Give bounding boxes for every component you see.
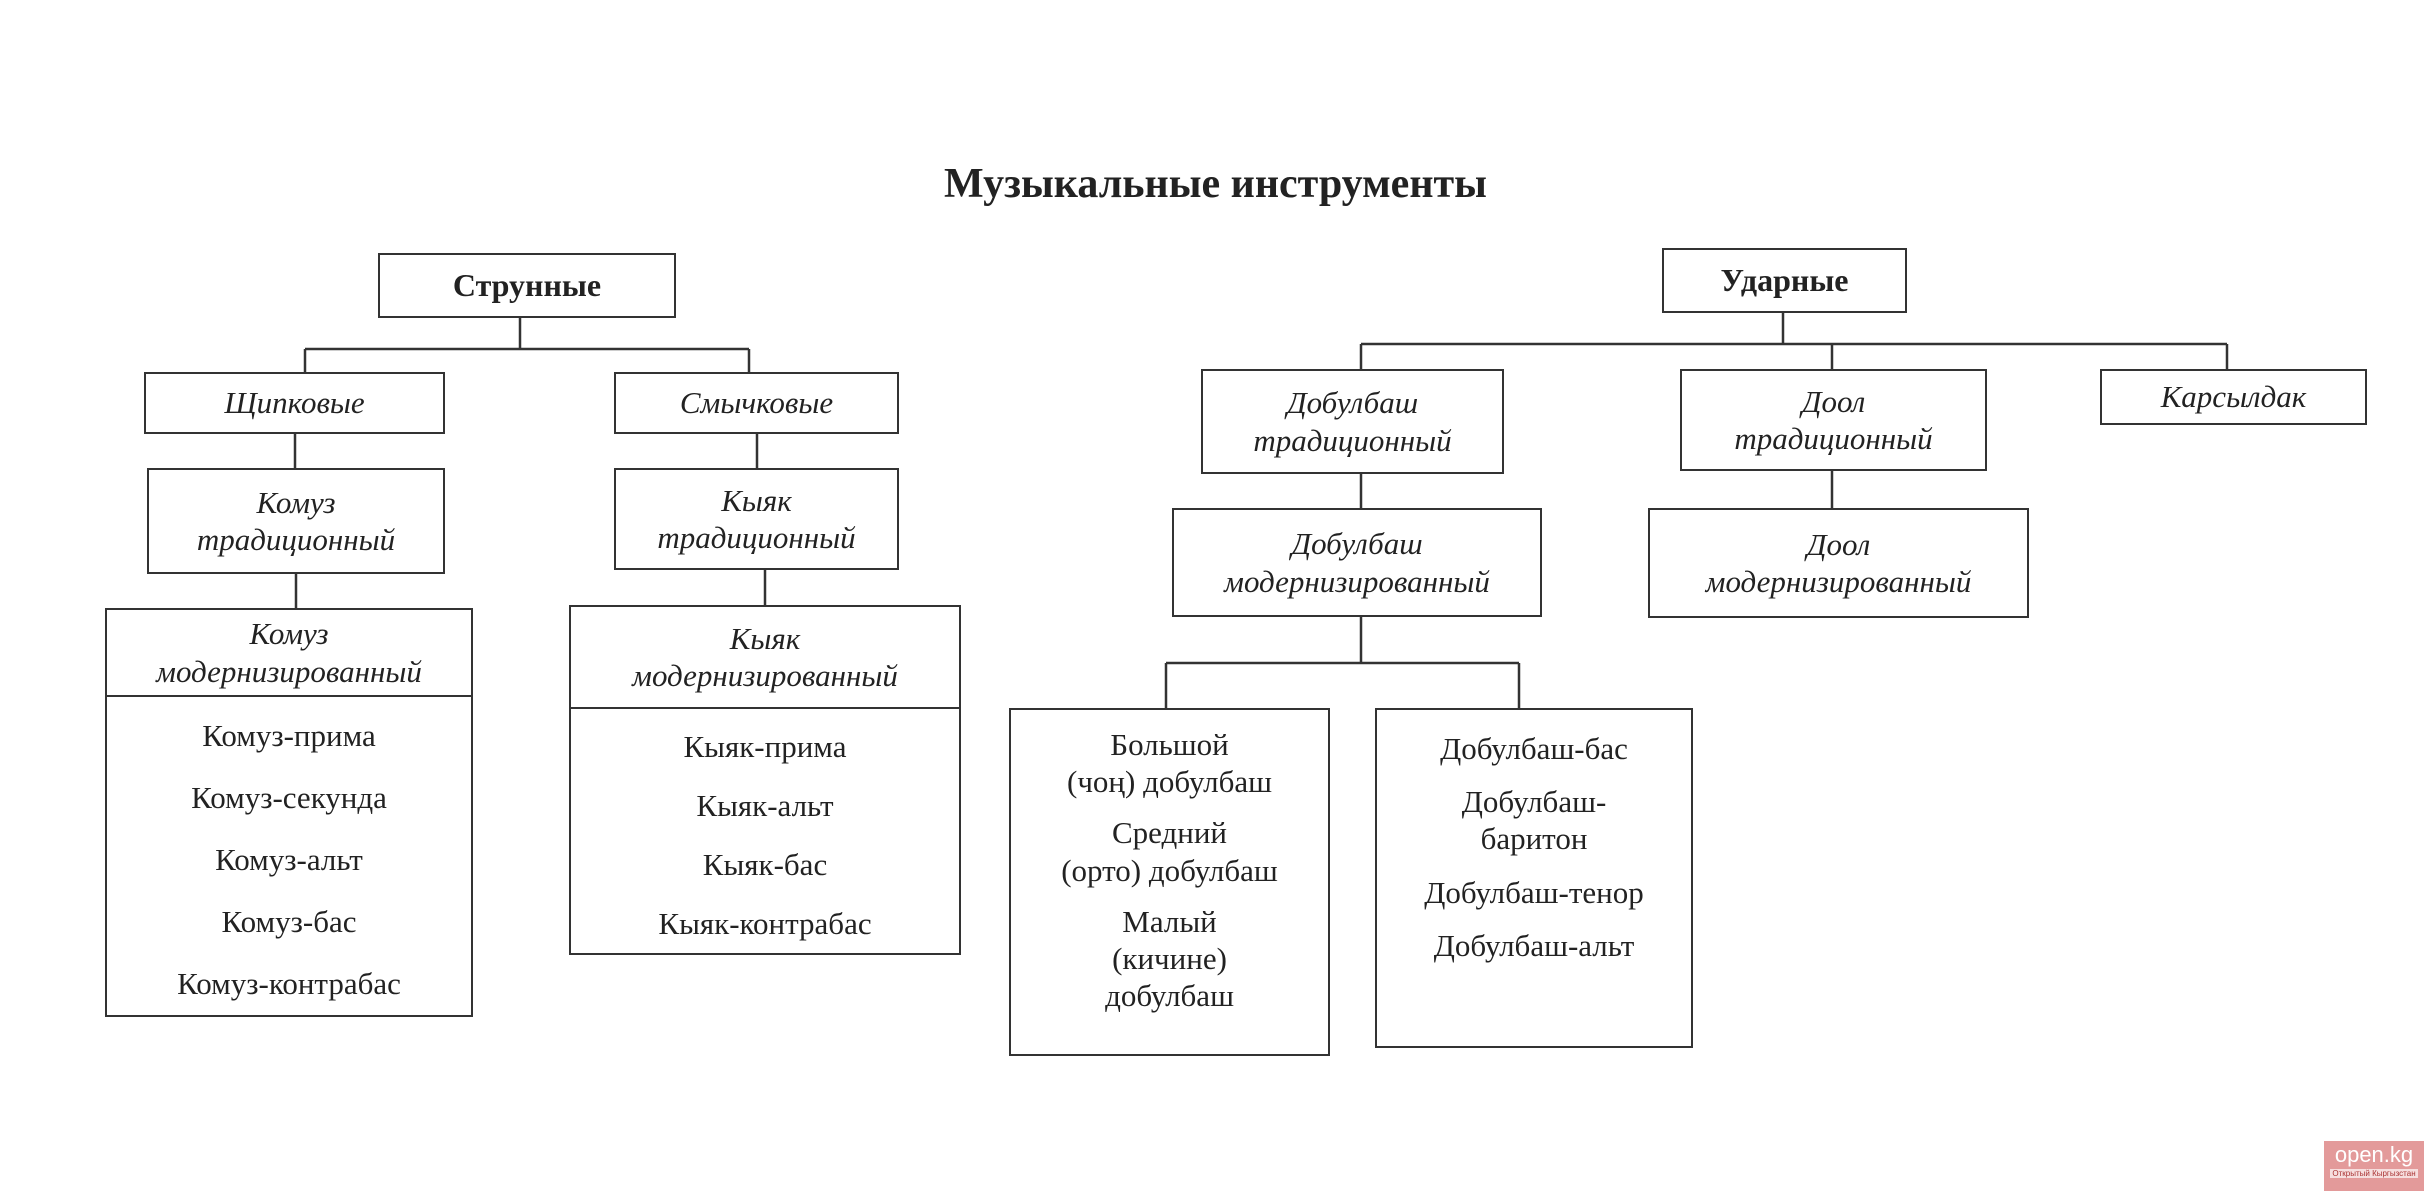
list-item: Комуз-альт xyxy=(215,842,363,877)
node-label: традиционный xyxy=(1734,421,1933,456)
dool-modernized-node: Доол модернизированный xyxy=(1648,508,2029,618)
node-label: модернизированный xyxy=(632,658,898,693)
list-item: Добулбаш-тенор xyxy=(1424,874,1644,910)
node-label: Кыяк xyxy=(721,482,792,518)
node-label: традиционный xyxy=(657,520,856,555)
list-item: (чоң) добулбаш xyxy=(1067,764,1272,800)
node-label: Комуз xyxy=(256,484,336,520)
node-label: традиционный xyxy=(1253,422,1452,458)
plucked-node: Щипковые xyxy=(144,372,445,434)
node-label: Комуз xyxy=(249,616,329,652)
list-item: Кыяк-бас xyxy=(702,847,828,882)
node-label: модернизированный xyxy=(156,653,422,689)
dobulbash-voices-node: Добулбаш-бас Добулбаш- баритон Добулбаш-… xyxy=(1375,708,1693,1048)
list-item: добулбаш xyxy=(1105,978,1234,1014)
list-item: Малый xyxy=(1122,903,1217,939)
node-label: Кыяк xyxy=(729,620,801,656)
kyyak-traditional-node: Кыяк традиционный xyxy=(614,468,899,570)
list-item: баритон xyxy=(1480,821,1588,857)
list-item: Средний xyxy=(1111,815,1228,851)
percussion-node: Ударные xyxy=(1662,248,1907,313)
node-label: Добулбаш xyxy=(1286,385,1419,421)
list-item: Комуз-бас xyxy=(221,904,357,939)
list-item: Добулбаш- xyxy=(1461,784,1607,820)
list-item: Кыяк-контрабас xyxy=(658,906,872,941)
dobulbash-sizes-node: Большой (чоң) добулбаш Средний (орто) до… xyxy=(1009,708,1330,1056)
node-label: модернизированный xyxy=(1705,564,1972,599)
dool-traditional-node: Доол традиционный xyxy=(1680,369,1987,471)
percussion-connector xyxy=(1164,313,2229,708)
list-item: Добулбаш-альт xyxy=(1433,927,1635,963)
node-label: Доол xyxy=(1801,383,1866,419)
list-item: Комуз-контрабас xyxy=(177,966,401,1001)
node-label: Добулбаш xyxy=(1291,526,1423,562)
komuz-modernized-node: Комуз модернизированный Комуз-прима Кому… xyxy=(105,608,473,1017)
dobulbash-traditional-node: Добулбаш традиционный xyxy=(1201,369,1504,474)
page-title: Музыкальные инструменты xyxy=(944,161,1487,207)
list-item: (кичине) xyxy=(1112,940,1227,976)
openkg-logo[interactable]: open.kg Открытый Кыргызстан xyxy=(2324,1141,2424,1191)
node-label: Доол xyxy=(1806,526,1871,562)
strings-node: Струнные xyxy=(378,253,676,318)
list-item: Большой xyxy=(1110,727,1229,762)
dobulbash-modernized-node: Добулбаш модернизированный xyxy=(1172,508,1542,617)
list-item: Кыяк-прима xyxy=(683,729,847,764)
node-label: модернизированный xyxy=(1224,563,1490,599)
list-item: Кыяк-альт xyxy=(696,788,834,823)
list-item: Добулбаш-бас xyxy=(1440,731,1628,766)
komuz-traditional-node: Комуз традиционный xyxy=(147,468,445,574)
bowed-node: Смычковые xyxy=(614,372,899,434)
list-item: Комуз-секунда xyxy=(191,780,387,815)
logo-name: open.kg xyxy=(2334,1142,2414,1167)
karsyldak-node: Карсылдак xyxy=(2100,369,2367,425)
logo-tagline: Открытый Кыргызстан xyxy=(2330,1169,2418,1178)
kyyak-modernized-node: Кыяк модернизированный Кыяк-прима Кыяк-а… xyxy=(569,605,961,955)
strings-connector xyxy=(293,318,767,608)
node-label: традиционный xyxy=(196,522,396,557)
list-item: (орто) добулбаш xyxy=(1061,852,1278,888)
list-item: Комуз-прима xyxy=(202,718,376,753)
